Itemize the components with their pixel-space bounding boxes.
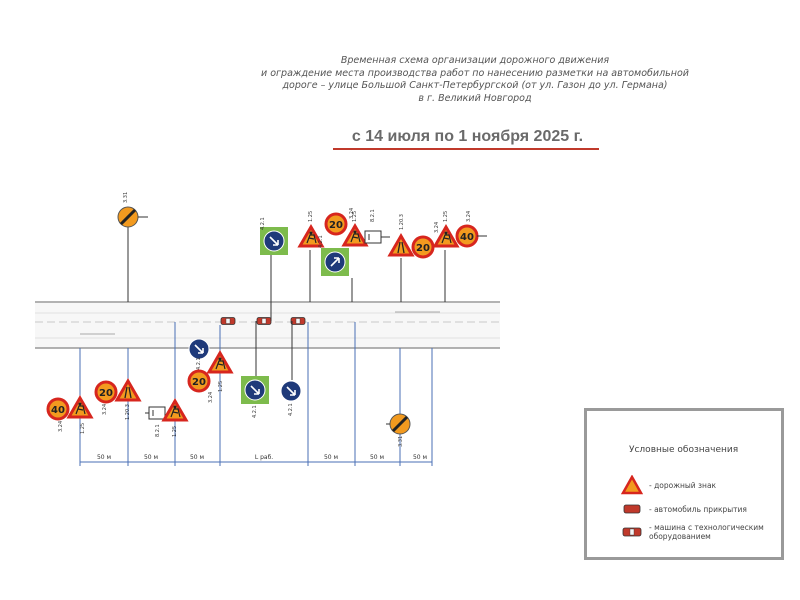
sign-code: 1.25 xyxy=(308,211,314,222)
legend-panel: Условные обозначения - дорожный знак - а… xyxy=(584,408,784,560)
road-narrows-sign-icon xyxy=(115,379,141,402)
sign-code: 3.31 xyxy=(398,436,404,447)
legend-label: - автомобиль прикрытия xyxy=(649,504,747,514)
sign-code: 3.24 xyxy=(349,208,355,219)
end-restrictions-sign-icon xyxy=(388,412,412,436)
sign-code: 1.25 xyxy=(443,211,449,222)
work-vehicle-icon xyxy=(622,527,642,537)
keep-right-sign-icon xyxy=(320,247,350,277)
distance-label: 50 м xyxy=(413,454,427,461)
legend-item-sign: - дорожный знак xyxy=(621,475,716,495)
sign-code: 4.2.1 xyxy=(260,217,266,230)
speed-value: 40 xyxy=(51,405,65,416)
roadworks-sign-icon xyxy=(162,399,188,422)
sign-code: 3.24 xyxy=(466,211,472,222)
sign-code: 3.24 xyxy=(434,222,440,233)
keep-right-sign-icon xyxy=(280,380,302,402)
header-line-1: Временная схема организации дорожного дв… xyxy=(340,55,610,66)
sign-code: 4.2.1 xyxy=(288,403,294,416)
speed-value: 40 xyxy=(460,232,474,243)
header-line-4: в г. Великий Новгород xyxy=(418,92,532,104)
distance-plate-icon xyxy=(148,406,166,420)
bottom-signs: 40 3.24 1.25 20 3.24 1.20.3 8.2.1 1.25 4… xyxy=(46,338,412,447)
sign-code: 4.2.1 xyxy=(318,235,324,248)
distance-label: 50 м xyxy=(370,454,384,461)
sign-code: 8.2.1 xyxy=(370,209,376,222)
cover-vehicle xyxy=(220,317,236,325)
sign-code: 1.25 xyxy=(172,426,178,437)
roadworks-sign-icon xyxy=(342,224,368,247)
sign-code: 1.25 xyxy=(352,211,358,222)
speed-value: 20 xyxy=(99,388,113,399)
header-line-2: и ограждение места производства работ по… xyxy=(261,67,689,79)
sign-code: 4.2.1 xyxy=(196,357,202,370)
legend-label: - дорожный знак xyxy=(649,480,717,490)
sign-code: 1.20.3 xyxy=(125,404,131,420)
sign-code: 3.24 xyxy=(58,421,64,432)
top-signs: 3.31 4.2.1 1.25 20 3.24 4.2.1 1.25 8.2.1… xyxy=(116,192,487,302)
cover-vehicle xyxy=(290,317,306,325)
road xyxy=(35,301,500,349)
distance-label: 50 м xyxy=(144,454,158,461)
work-vehicle xyxy=(256,317,272,325)
distance-label: L раб. xyxy=(255,454,273,461)
sign-code: 8.2.1 xyxy=(155,424,161,437)
legend-label: - машина с технологическим оборудованием xyxy=(649,523,764,541)
road-narrows-sign-icon xyxy=(388,234,414,257)
distance-label: 50 м xyxy=(97,454,111,461)
date-range: с 14 июля по 1 ноября 2025 г. xyxy=(351,128,584,145)
legend-item-cover-car: - автомобиль прикрытия xyxy=(621,503,747,515)
distance-plate-icon xyxy=(364,230,382,244)
legend-item-work-car: - машина с технологическим оборудованием xyxy=(621,523,769,541)
roadworks-sign-icon xyxy=(207,351,233,374)
roadworks-sign-icon xyxy=(67,396,93,419)
sign-code: 3.31 xyxy=(123,192,129,203)
sign-code: 4.2.1 xyxy=(252,405,258,418)
sign-code: 3.24 xyxy=(102,404,108,415)
speed-value: 20 xyxy=(192,377,206,388)
distance-label: 50 м xyxy=(324,454,338,461)
vehicles xyxy=(220,245,306,380)
car-icon xyxy=(623,504,641,514)
distance-label: 50 м xyxy=(190,454,204,461)
sign-code: 1.25 xyxy=(218,381,224,392)
warning-sign-icon xyxy=(621,475,643,495)
sign-code: 3.24 xyxy=(208,392,214,403)
keep-right-sign-icon xyxy=(188,338,210,360)
header-line-3: дороге – улице Большой Санкт-Петербургск… xyxy=(282,80,668,91)
keep-right-sign-icon xyxy=(240,375,270,405)
legend-title: Условные обозначения xyxy=(629,445,739,455)
date-underline xyxy=(333,148,599,150)
sign-code: 1.25 xyxy=(80,423,86,434)
distance-scale: 50 м 50 м 50 м L раб. 50 м 50 м 50 м xyxy=(79,322,433,466)
end-restrictions-sign-icon xyxy=(116,205,140,229)
scheme-header: Временная схема организации дорожного дв… xyxy=(250,55,700,105)
speed-value: 20 xyxy=(416,243,430,254)
keep-right-sign-icon xyxy=(259,226,289,256)
sign-code: 1.20.3 xyxy=(399,214,405,230)
speed-value: 20 xyxy=(329,220,343,231)
